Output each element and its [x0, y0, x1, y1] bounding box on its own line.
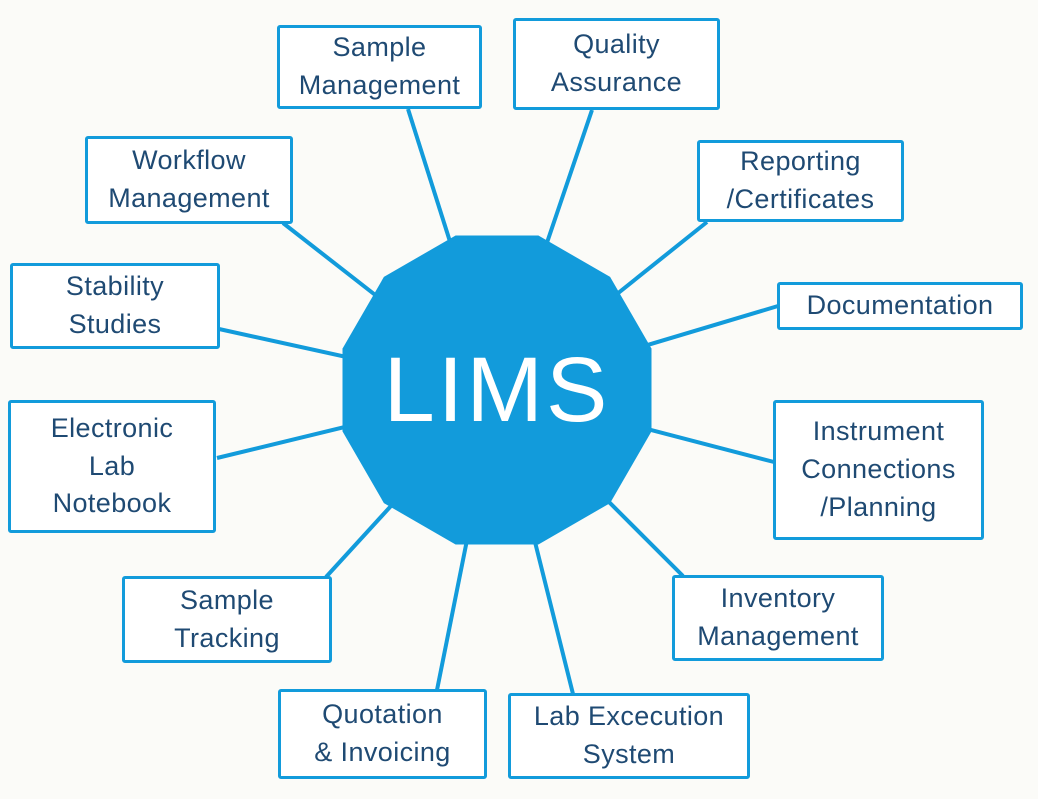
node-stability-studies: Stability Studies — [10, 263, 220, 349]
node-instrument-connections-planning: Instrument Connections /Planning — [773, 400, 984, 540]
node-inventory-management: Inventory Management — [672, 575, 884, 661]
node-electronic-lab-notebook: Electronic Lab Notebook — [8, 400, 216, 533]
node-documentation: Documentation — [777, 282, 1023, 330]
node-quality-assurance: Quality Assurance — [513, 18, 720, 110]
node-lab-execution-system: Lab Excecution System — [508, 693, 750, 779]
node-reporting-certificates: Reporting /Certificates — [697, 140, 904, 222]
lims-hub-polygon — [342, 235, 652, 545]
node-quotation-invoicing: Quotation & Invoicing — [278, 689, 487, 779]
node-sample-management: Sample Management — [277, 25, 482, 109]
node-workflow-management: Workflow Management — [85, 136, 293, 224]
hub-label: LIMS — [383, 338, 611, 441]
node-sample-tracking: Sample Tracking — [122, 576, 332, 663]
